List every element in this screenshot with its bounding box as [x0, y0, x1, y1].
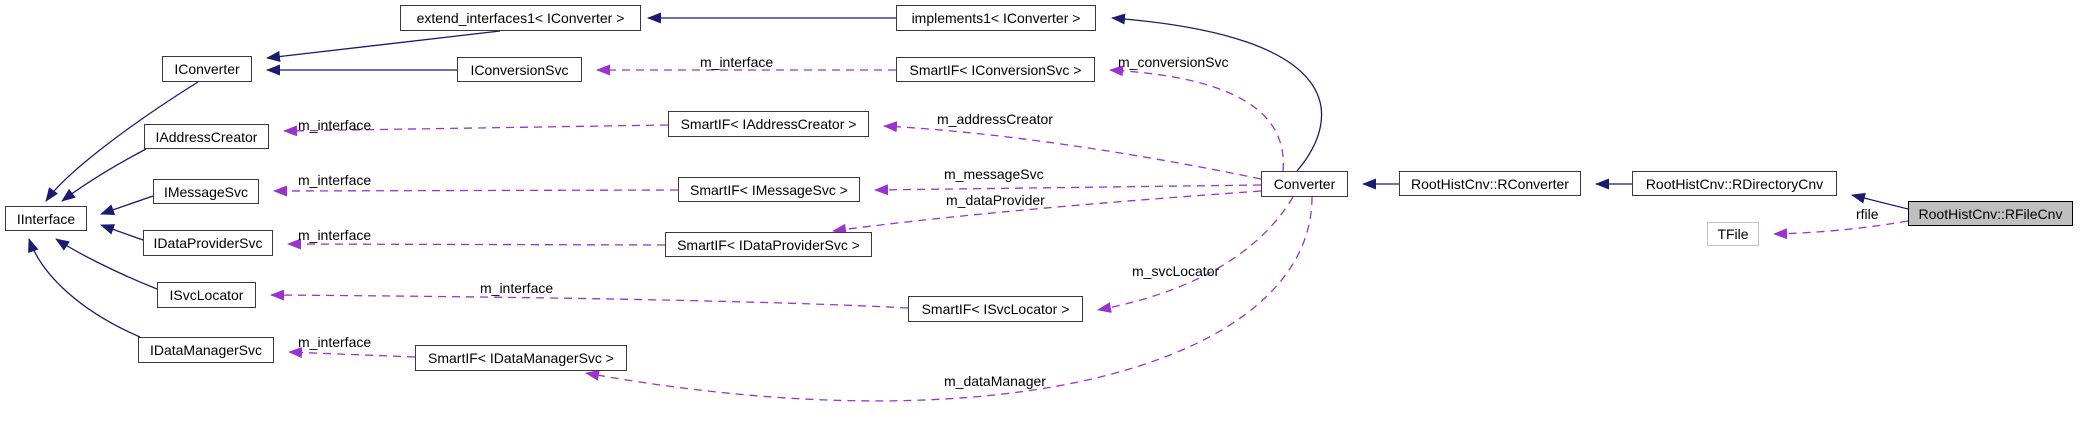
node-iaddresscreator[interactable]: IAddressCreator: [144, 124, 269, 149]
edge-smartif-idataprovidersvc-to-idataprovidersvc: [287, 238, 666, 250]
node-smartif-iconversionsvc[interactable]: SmartIF< IConversionSvc >: [896, 57, 1095, 82]
edge-label-m-dataprovider: m_dataProvider: [946, 192, 1045, 208]
edge-label-m-conversionsvc: m_conversionSvc: [1118, 54, 1229, 70]
edge-idatamanagersvc-to-iinterface: [28, 238, 141, 338]
edge-isvclocator-to-iinterface: [55, 238, 158, 290]
node-imessagesvc[interactable]: IMessageSvc: [153, 179, 259, 204]
node-iinterface[interactable]: IInterface: [5, 206, 87, 231]
node-smartif-idatamanagersvc[interactable]: SmartIF< IDataManagerSvc >: [415, 345, 627, 371]
edge-converter-to-smartif-isvclocator: [1097, 196, 1294, 313]
edge-label-m-interface-messagesvc: m_interface: [298, 172, 372, 188]
edge-imessagesvc-to-iinterface: [100, 195, 154, 215]
node-smartif-idataprovidersvc[interactable]: SmartIF< IDataProviderSvc >: [665, 232, 872, 257]
edge-label-m-interface-addresscreator: m_interface: [298, 117, 372, 133]
edge-smartif-imessagesvc-to-imessagesvc: [273, 185, 679, 197]
edge-converter-to-implements1: [1111, 13, 1323, 172]
node-converter[interactable]: Converter: [1261, 171, 1348, 197]
edge-iconverter-to-iinterface: [45, 81, 199, 202]
node-smartif-isvclocator[interactable]: SmartIF< ISvcLocator >: [908, 296, 1083, 322]
node-iconversionsvc[interactable]: IConversionSvc: [457, 57, 582, 82]
node-rdirectorycnv[interactable]: RootHistCnv::RDirectoryCnv: [1632, 171, 1837, 196]
edge-iaddresscreator-to-iinterface: [61, 148, 147, 202]
node-tfile: TFile: [1707, 222, 1759, 246]
edge-rfilecnv-to-rdirectorycnv: [1851, 192, 1909, 210]
node-smartif-iaddresscreator[interactable]: SmartIF< IAddressCreator >: [668, 111, 869, 137]
edge-converter-to-smartif-idataprovidersvc: [832, 190, 1262, 235]
node-idataprovidersvc[interactable]: IDataProviderSvc: [143, 230, 273, 256]
edge-label-m-svclocator: m_svcLocator: [1132, 263, 1220, 279]
node-idatamanagersvc[interactable]: IDataManagerSvc: [138, 337, 274, 363]
edge-extend-interfaces1-to-iconverter: [266, 30, 501, 62]
node-extend-interfaces1[interactable]: extend_interfaces1< IConverter >: [400, 5, 641, 31]
edge-idataprovidersvc-to-iinterface: [100, 224, 144, 241]
edge-label-m-interface-datamanager: m_interface: [298, 334, 372, 350]
node-rfilecnv: RootHistCnv::RFileCnv: [1908, 201, 2073, 226]
edge-label-rfile: rfile: [1856, 206, 1879, 222]
edge-label-m-interface-svclocator: m_interface: [480, 280, 554, 296]
edge-converter-to-smartif-imessagesvc: [874, 184, 1262, 196]
edge-label-m-interface-dataprovider: m_interface: [298, 227, 372, 243]
edge-smartif-isvclocator-to-isvclocator: [270, 289, 909, 309]
edge-converter-to-smartif-iconversionsvc: [1109, 65, 1284, 172]
node-iconverter[interactable]: IConverter: [162, 56, 252, 82]
edge-rfilecnv-to-tfile: [1773, 220, 1909, 240]
edge-label-m-interface-conversionsvc: m_interface: [700, 54, 774, 70]
edge-label-m-datamanager: m_dataManager: [944, 373, 1046, 389]
edge-smartif-idatamanagersvc-to-idatamanagersvc: [288, 347, 416, 359]
diagram-edges: [28, 12, 1909, 402]
node-isvclocator[interactable]: ISvcLocator: [157, 282, 256, 308]
node-smartif-imessagesvc[interactable]: SmartIF< IMessageSvc >: [678, 177, 860, 202]
edge-converter-to-smartif-iaddresscreator: [883, 121, 1262, 180]
node-rconverter[interactable]: RootHistCnv::RConverter: [1399, 171, 1581, 196]
edge-label-m-messagesvc: m_messageSvc: [944, 166, 1044, 182]
node-implements1[interactable]: implements1< IConverter >: [896, 5, 1096, 31]
edge-label-m-addresscreator: m_addressCreator: [937, 111, 1053, 127]
